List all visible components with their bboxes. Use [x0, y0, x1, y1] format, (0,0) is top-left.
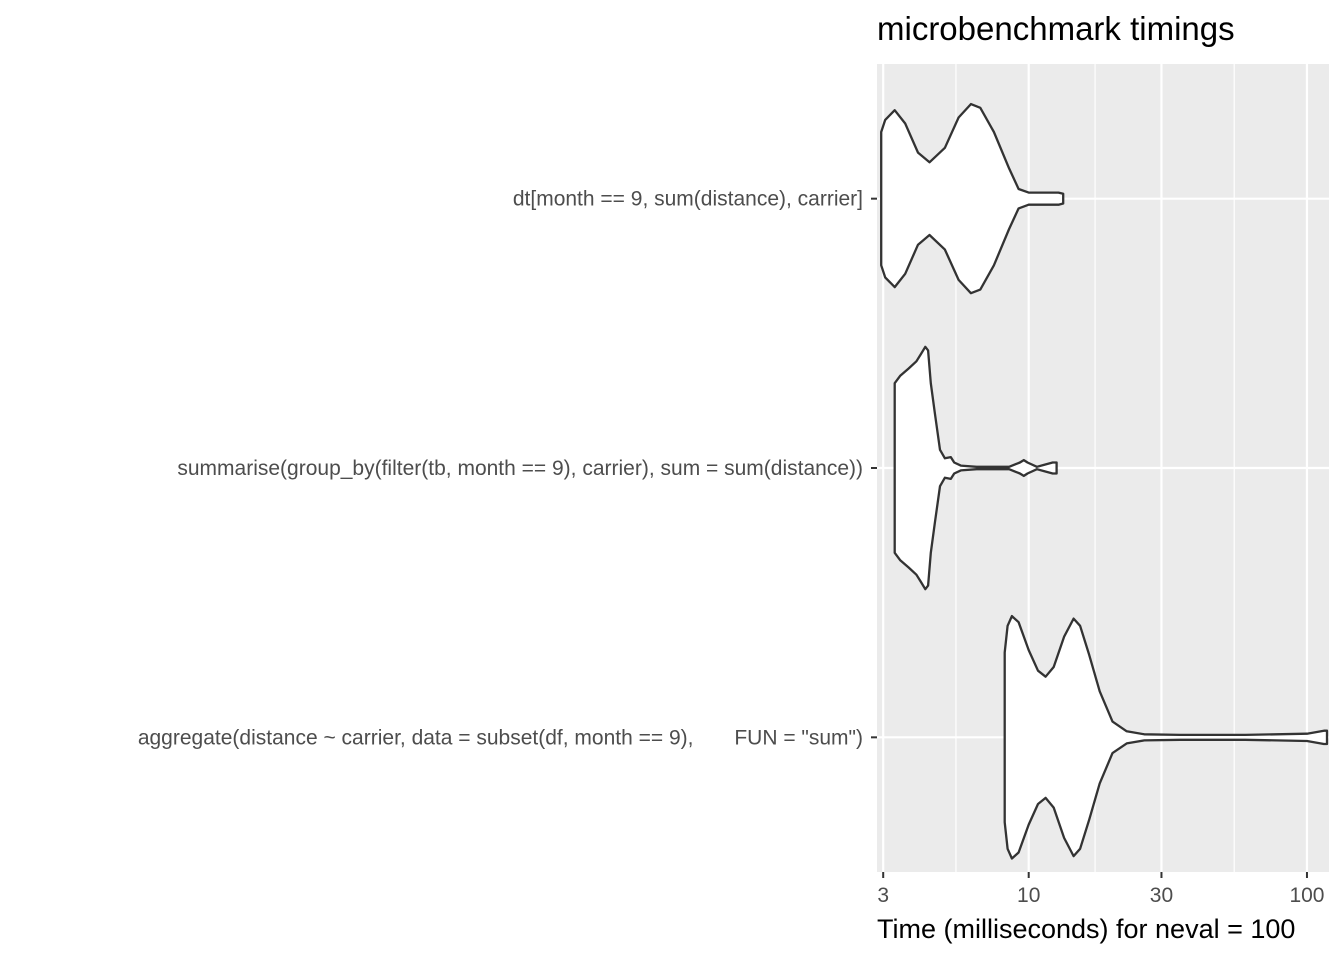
x-axis: 3 10 30 100 — [877, 872, 1324, 907]
violin-0 — [1003, 614, 1329, 860]
x-tick-label-2: 30 — [1150, 884, 1173, 907]
violin-2 — [880, 102, 1065, 295]
x-tick-label-0: 3 — [877, 884, 889, 907]
y-tick-label-0: aggregate(distance ~ carrier, data = sub… — [138, 726, 863, 749]
x-axis-label: Time (milliseconds) for neval = 100 — [877, 914, 1295, 944]
y-axis: aggregate(distance ~ carrier, data = sub… — [138, 188, 877, 749]
chart-title: microbenchmark timings — [877, 10, 1235, 47]
x-tick-label-3: 100 — [1289, 884, 1324, 907]
y-tick-label-1: summarise(group_by(filter(tb, month == 9… — [177, 457, 863, 480]
y-tick-label-2: dt[month == 9, sum(distance), carrier] — [513, 188, 863, 211]
x-tick-label-1: 10 — [1017, 884, 1040, 907]
violins — [880, 102, 1329, 860]
violin-1 — [893, 345, 1058, 591]
